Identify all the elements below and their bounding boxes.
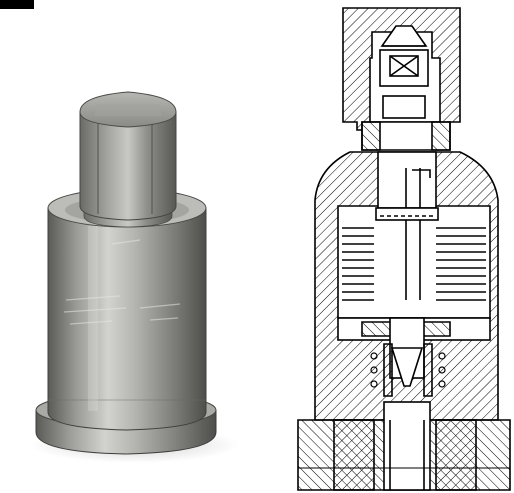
valve-cross-section-drawing	[297, 7, 511, 491]
tag-mark-icon	[0, 0, 34, 9]
valve-body-photo	[30, 91, 240, 463]
